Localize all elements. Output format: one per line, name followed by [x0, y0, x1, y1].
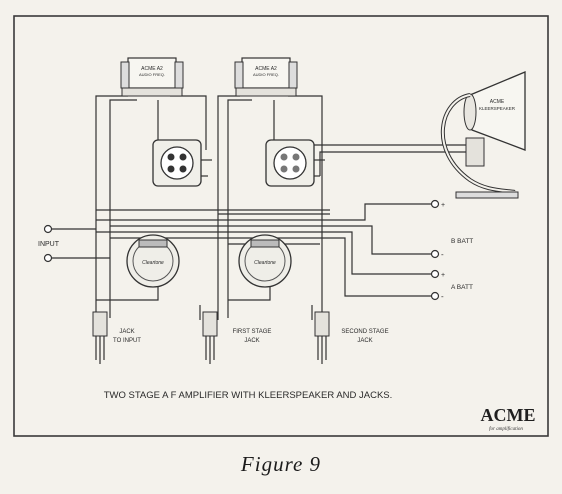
jack-second-label-line2: JACK	[357, 338, 372, 344]
tube-socket-2	[265, 139, 315, 187]
tube-socket-1	[152, 139, 202, 187]
transformer-1: ACME A2 AUDIO FREQ.	[120, 57, 184, 97]
transformer-1-label-line1: ACME A2	[141, 66, 163, 72]
outer-frame	[13, 15, 549, 437]
a-batt-minus-sign: -	[441, 292, 444, 301]
jack-input-label-line1: JACK	[119, 329, 134, 335]
b-batt-label: B BATT	[451, 238, 473, 245]
rheostat-1: Cleartone	[126, 234, 180, 288]
b-batt-minus-sign: -	[441, 250, 444, 259]
rheostat-2: Cleartone	[238, 234, 292, 288]
a-batt-plus-sign: +	[441, 272, 445, 279]
transformer-2-label-line2: AUDIO FREQ.	[253, 72, 279, 77]
jack-first-stage: FIRST STAGE JACK	[202, 311, 272, 364]
kleerspeaker: ACME KLEERSPEAKER	[441, 71, 526, 199]
transformer-1-label-line2: AUDIO FREQ.	[139, 72, 165, 77]
rheostat-1-label: Cleartone	[142, 260, 164, 266]
jack-input: JACK TO INPUT	[92, 311, 141, 364]
jack-second-label-line1: SECOND STAGE	[341, 329, 388, 335]
logo-name: ACME	[481, 405, 536, 425]
kleerspeaker-label-line1: ACME	[490, 99, 505, 105]
diagram-title: TWO STAGE A F AMPLIFIER WITH KLEERSPEAKE…	[104, 390, 393, 401]
jack-second-stage: SECOND STAGE JACK	[314, 311, 389, 364]
transformer-2-label-line1: ACME A2	[255, 66, 277, 72]
wiring	[50, 95, 480, 325]
input-label: INPUT	[38, 241, 60, 248]
figure-caption: Figure 9	[240, 452, 322, 476]
jack-first-label-line2: JACK	[244, 338, 259, 344]
input-terminals: INPUT	[38, 224, 60, 263]
logo-tagline: for amplification	[489, 427, 523, 432]
battery-terminals: + - + - B BATT A BATT	[430, 199, 473, 301]
rheostat-2-label: Cleartone	[254, 260, 276, 266]
a-batt-label: A BATT	[451, 284, 473, 291]
jack-input-label-line2: TO INPUT	[113, 338, 141, 344]
jack-first-label-line1: FIRST STAGE	[233, 329, 272, 335]
transformer-2: ACME A2 AUDIO FREQ.	[234, 57, 298, 97]
acme-logo: ACME for amplification	[481, 405, 536, 432]
b-batt-plus-sign: +	[441, 202, 445, 209]
kleerspeaker-label-line2: KLEERSPEAKER	[479, 106, 516, 111]
